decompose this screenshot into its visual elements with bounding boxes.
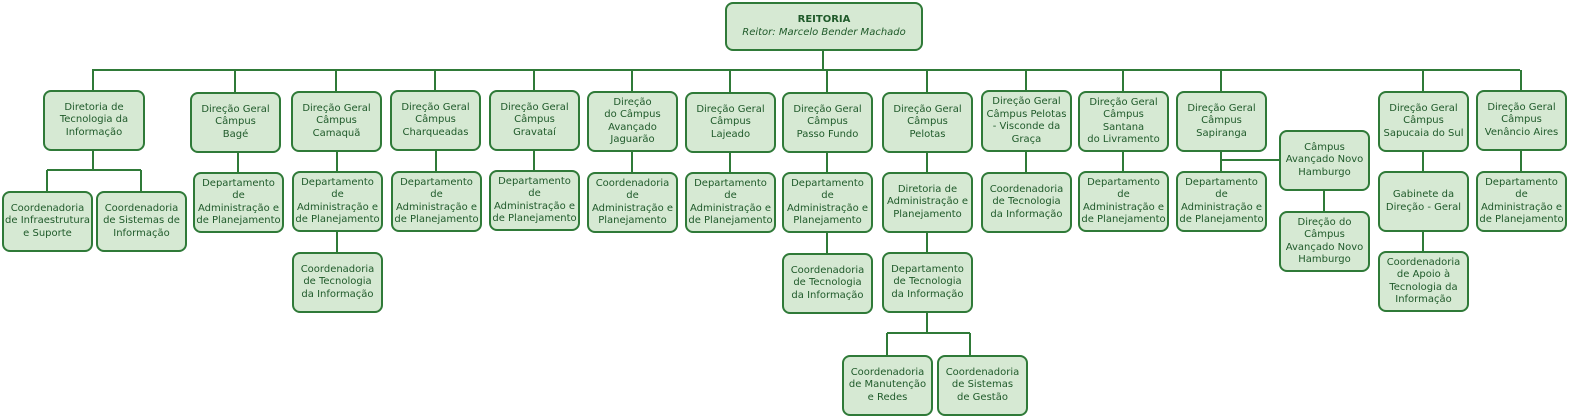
campus-venancio-box: Direção Geral Câmpus Venâncio Aires [1476,90,1567,151]
camaqua-coord-ti-box: Coordenadoria de Tecnologia da Informaçã… [292,252,383,313]
camaqua-dept-box: Departamento de Administração e de Plane… [292,171,383,232]
lajeado-dept-box: Departamento de Administração e de Plane… [685,172,776,233]
reitoria-box: REITORIA Reitor: Marcelo Bender Machado [725,2,923,51]
campus-gravatai-box: Direção Geral Câmpus Gravataí [489,90,580,151]
venancio-dept-box: Departamento de Administração e de Plane… [1476,171,1567,232]
campus-santana-box: Direção Geral Câmpus Santana do Livramen… [1078,91,1169,152]
pelotas-dept-ti-box: Departamento de Tecnologia da Informação [882,252,973,313]
pelotas-vg-coord-ti-box: Coordenadoria de Tecnologia da Informaçã… [981,172,1072,233]
campus-charqueadas-box: Direção Geral Câmpus Charqueadas [390,90,481,151]
campus-lajeado-box: Direção Geral Câmpus Lajeado [685,92,776,153]
passo-fundo-dept-box: Departamento de Administração e Planejam… [782,172,873,233]
novo-hamburgo-direcao-box: Direção do Câmpus Avançado Novo Hamburgo [1279,211,1370,272]
campus-passo-fundo-box: Direção Geral Câmpus Passo Fundo [782,92,873,153]
campus-novo-hamburgo-box: Câmpus Avançado Novo Hamburgo [1279,130,1370,191]
campus-sapucaia-box: Direção Geral Câmpus Sapucaia do Sul [1378,91,1469,152]
campus-bage-box: Direção Geral Câmpus Bagé [190,92,281,153]
campus-pelotas-box: Direção Geral Câmpus Pelotas [882,92,973,153]
reitoria-title: REITORIA [797,14,851,25]
sapucaia-gabinete-box: Gabinete da Direção - Geral [1378,171,1469,232]
gravatai-dept-box: Departamento de Administração e de Plane… [489,170,580,231]
jaguarao-coord-box: Coordenadoria de Administração e Planeja… [587,172,678,233]
pelotas-coord-manutencao-box: Coordenadoria de Manutenção e Redes [842,355,933,416]
sapiranga-dept-box: Departamento de Administração e de Plane… [1176,171,1267,232]
santana-dept-box: Departamento de Administração e de Plane… [1078,171,1169,232]
reitor-name: Reitor: Marcelo Bender Machado [742,26,906,38]
bage-dept-box: Departamento de Administração e de Plane… [193,172,284,233]
pelotas-coord-sistemas-gestao-box: Coordenadoria de Sistemas de Gestão [937,355,1028,416]
coord-infraestrutura-box: Coordenadoria de Infraestrutura e Suport… [2,191,93,252]
pelotas-diretoria-admin-box: Diretoria de Administração e Planejament… [882,172,973,233]
campus-pelotas-vg-box: Direção Geral Câmpus Pelotas - Visconde … [981,90,1072,152]
coord-sistemas-informacao-box: Coordenadoria de Sistemas de Informação [96,191,187,252]
campus-camaqua-box: Direção Geral Câmpus Camaquã [291,91,382,152]
sapucaia-coord-ti-box: Coordenadoria de Apoio à Tecnologia da I… [1378,251,1469,312]
campus-sapiranga-box: Direção Geral Câmpus Sapiranga [1176,91,1267,152]
campus-jaguarao-box: Direção do Câmpus Avançado Jaguarão [587,91,678,152]
charqueadas-dept-box: Departamento de Administração e de Plane… [391,171,482,232]
dti-box: Diretoria de Tecnologia da Informação [43,90,145,151]
passo-fundo-coord-ti-box: Coordenadoria de Tecnologia da Informaçã… [782,253,873,314]
